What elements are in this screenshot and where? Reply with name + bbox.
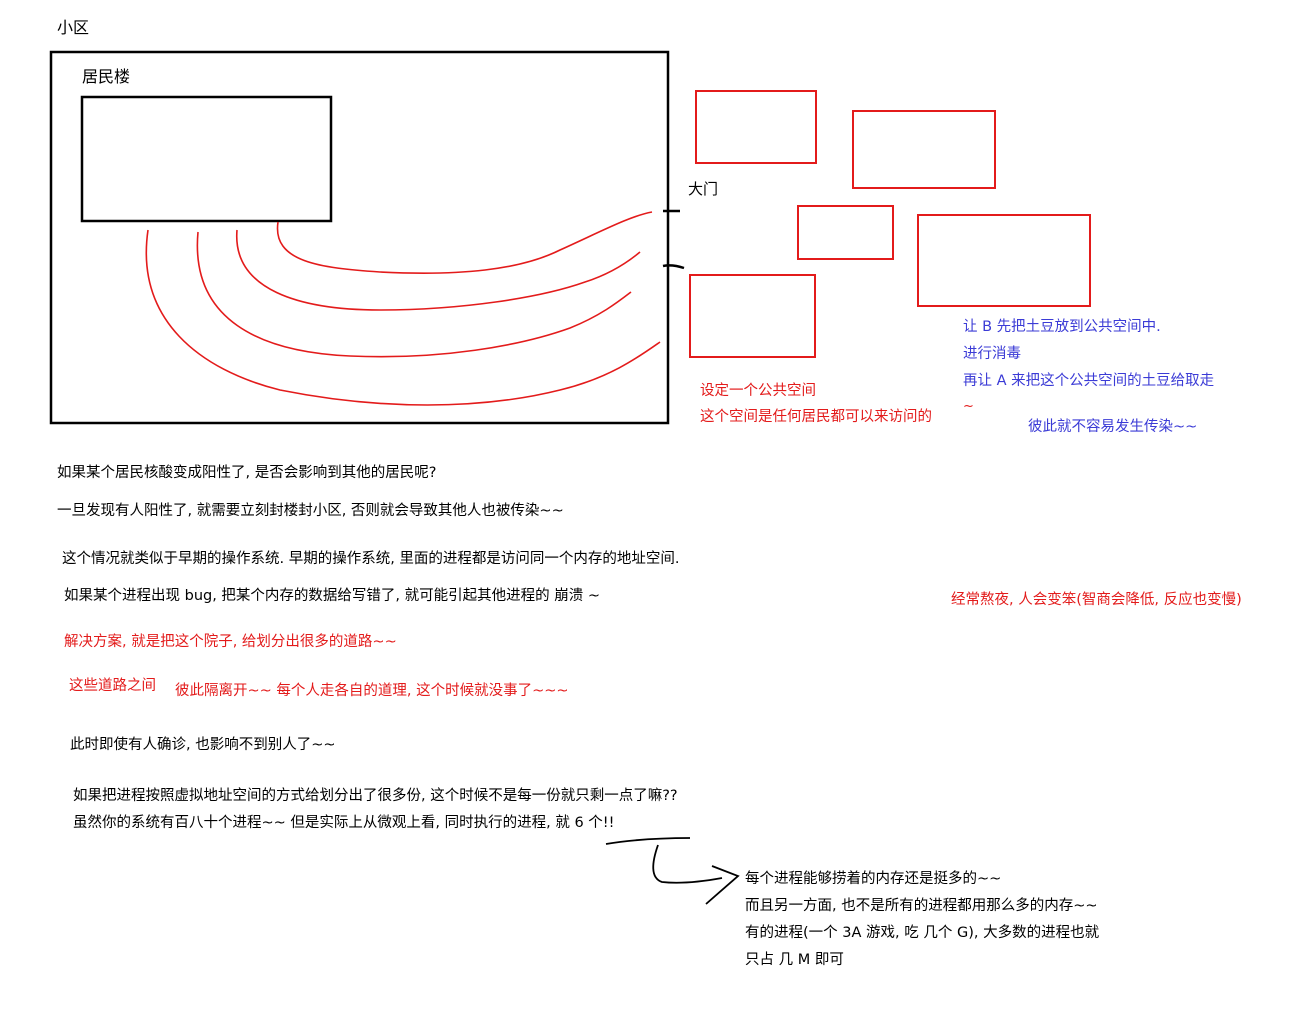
blue-note-1: 让 B 先把土豆放到公共空间中. [963, 319, 1161, 335]
space-box-2 [852, 110, 996, 189]
road-3 [196, 231, 632, 358]
tired-note: 经常熬夜, 人会变笨(智商会降低, 反应也变慢) [951, 592, 1242, 608]
space-box-1 [695, 90, 817, 164]
gate-mark-bottom [662, 264, 685, 270]
spaces [689, 90, 1091, 358]
lockdown-line: 一旦发现有人阳性了, 就需要立刻封楼封小区, 否则就会导致其他人也被传染~~ [57, 503, 564, 519]
process-count-line: 虽然你的系统有百八十个进程~~ 但是实际上从微观上看, 同时执行的进程, 就 6… [73, 815, 615, 831]
question-line: 如果某个居民核酸变成阳性了, 是否会影响到其他的居民呢? [57, 465, 437, 481]
os-analogy-line: 这个情况就类似于早期的操作系统. 早期的操作系统, 里面的进程都是访问同一个内存… [62, 551, 680, 567]
community-outline [49, 50, 670, 425]
gate-label: 大门 [688, 180, 719, 198]
building-outline [80, 95, 333, 223]
shared-space-box [689, 274, 816, 358]
space-box-3 [797, 205, 894, 260]
roads-between-label: 这些道路之间 [69, 678, 156, 694]
shared-space-note: 设定一个公共空间 [700, 383, 816, 399]
road-2 [236, 229, 641, 311]
blue-note-2: 进行消毒 [963, 346, 1021, 362]
blue-note-4: 彼此就不容易发生传染~~ [1028, 419, 1198, 435]
os-bug-line: 如果某个进程出现 bug, 把某个内存的数据给写错了, 就可能引起其他进程的 崩… [64, 588, 601, 604]
underline-stroke [605, 837, 691, 845]
arrow-head [705, 865, 740, 905]
blue-note-3: 再让 A 来把这个公共空间的土豆给取走 [963, 373, 1215, 389]
arrow [605, 837, 740, 905]
community-label: 小区 [57, 18, 90, 37]
building-label: 居民楼 [82, 67, 131, 86]
virtual-split-line: 如果把进程按照虚拟地址空间的方式给划分出了很多份, 这个时候不是每一份就只剩一点… [73, 788, 678, 804]
isolated-line: 彼此隔离开~~ 每个人走各自的道理, 这个时候就没事了~~~ [175, 683, 569, 699]
memory-note-3: 有的进程(一个 3A 游戏, 吃 几个 G), 大多数的进程也就 [745, 925, 1100, 941]
confirmed-line: 此时即使有人确诊, 也影响不到别人了~~ [70, 737, 336, 753]
road-1 [276, 211, 653, 274]
hook-stroke [652, 844, 723, 884]
shared-space-desc-note: 这个空间是任何居民都可以来访问的 [700, 409, 932, 425]
memory-note-1: 每个进程能够捞着的内存还是挺多的~~ [745, 871, 1002, 887]
memory-note-4: 只占 几 M 即可 [745, 952, 844, 968]
shared-tilde-note: ~ [963, 399, 974, 414]
space-box-4 [917, 214, 1091, 307]
roads [145, 211, 661, 406]
road-4 [145, 229, 661, 406]
memory-note-2: 而且另一方面, 也不是所有的进程都用那么多的内存~~ [745, 898, 1098, 914]
solution-line: 解决方案, 就是把这个院子, 给划分出很多的道路~~ [64, 634, 397, 650]
